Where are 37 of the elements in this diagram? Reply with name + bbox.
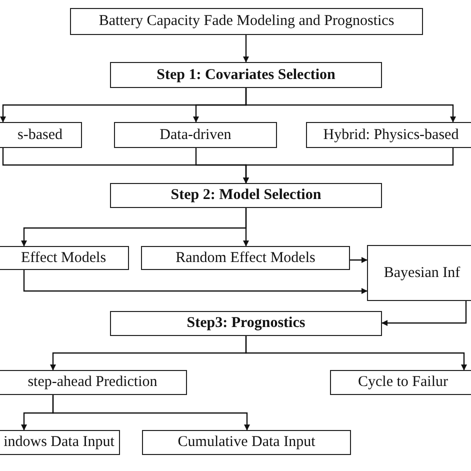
- box-label: Effect Models: [20, 250, 106, 266]
- arrow: [350, 257, 368, 263]
- box-label: Cycle to Failur: [358, 375, 448, 390]
- box-label: s-based: [18, 128, 62, 142]
- box-label: Step 1: Covariates Selection: [156, 68, 336, 82]
- arrow: [52, 395, 250, 430]
- box-label: Bayesian Inf: [384, 266, 460, 280]
- arrow: [243, 148, 454, 184]
- process-box: [0, 370, 187, 395]
- box-label: Random Effect Models: [176, 250, 316, 266]
- box-label: Data-driven: [160, 128, 232, 142]
- box-label: Hybrid: Physics-based: [323, 128, 459, 142]
- process-box: [367, 245, 471, 301]
- process-box: [0, 246, 129, 270]
- box-label: Cumulative Data Input: [178, 435, 316, 450]
- process-box: [0, 430, 120, 455]
- process-box: [141, 246, 350, 270]
- arrow: [243, 35, 249, 62]
- process-box: [306, 122, 471, 148]
- box-label: Battery Capacity Fade Modeling and Prognostics: [98, 14, 394, 29]
- process-box: [114, 122, 277, 148]
- process-box: [0, 122, 82, 148]
- process-box: [70, 8, 423, 35]
- arrow: [245, 336, 467, 370]
- step-box: [110, 183, 382, 208]
- step-box: [110, 62, 382, 88]
- process-box: [330, 370, 471, 395]
- process-box: [142, 430, 351, 455]
- box-label: step-ahead Prediction: [28, 375, 158, 390]
- box-label: Step3: Prognostics: [186, 316, 306, 331]
- arrow: [243, 208, 249, 246]
- arrow: [382, 301, 467, 326]
- arrow: [245, 88, 456, 122]
- step-box: [110, 311, 382, 336]
- box-label: indows Data Input: [4, 435, 114, 450]
- box-label: Step 2: Model Selection: [170, 188, 322, 203]
- arrow: [23, 270, 368, 294]
